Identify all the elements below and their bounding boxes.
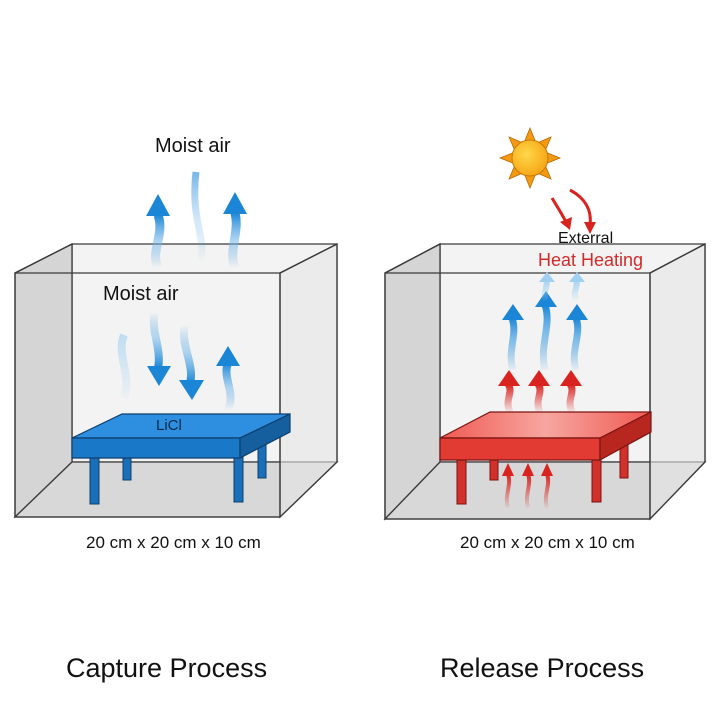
capture-right-wall: [279, 242, 338, 519]
capture-chamber: [13, 242, 339, 519]
release-vapor-arrows: [502, 272, 588, 372]
licl-label: LiCl: [156, 417, 182, 434]
heat-heating-label: Heat Heating: [538, 250, 644, 270]
external-label: Exterral: [558, 230, 614, 247]
capture-licl-table: [71, 413, 291, 505]
capture-moist-air-out-arrows: [146, 171, 247, 270]
capture-process-title: Capture Process: [66, 653, 268, 683]
release-front-frame: [384, 272, 651, 520]
release-under-heat-arrows: [502, 463, 553, 509]
sun-heat-arrows: [550, 188, 596, 234]
sun-icon: [498, 126, 562, 190]
release-process-title: Release Process: [440, 653, 645, 683]
release-licl-table: [439, 411, 652, 505]
release-heat-arrows: [498, 370, 582, 414]
moist-air-top-label: Moist air: [155, 135, 231, 157]
release-dimensions-label: 20 cm x 20 cm x 10 cm: [460, 533, 635, 552]
capture-dimensions-label: 20 cm x 20 cm x 10 cm: [86, 533, 261, 552]
release-right-wall: [649, 242, 706, 521]
capture-moist-air-in-arrows: [117, 310, 240, 412]
capture-front-frame: [14, 272, 281, 518]
moist-air-inner-label: Moist air: [103, 283, 179, 305]
